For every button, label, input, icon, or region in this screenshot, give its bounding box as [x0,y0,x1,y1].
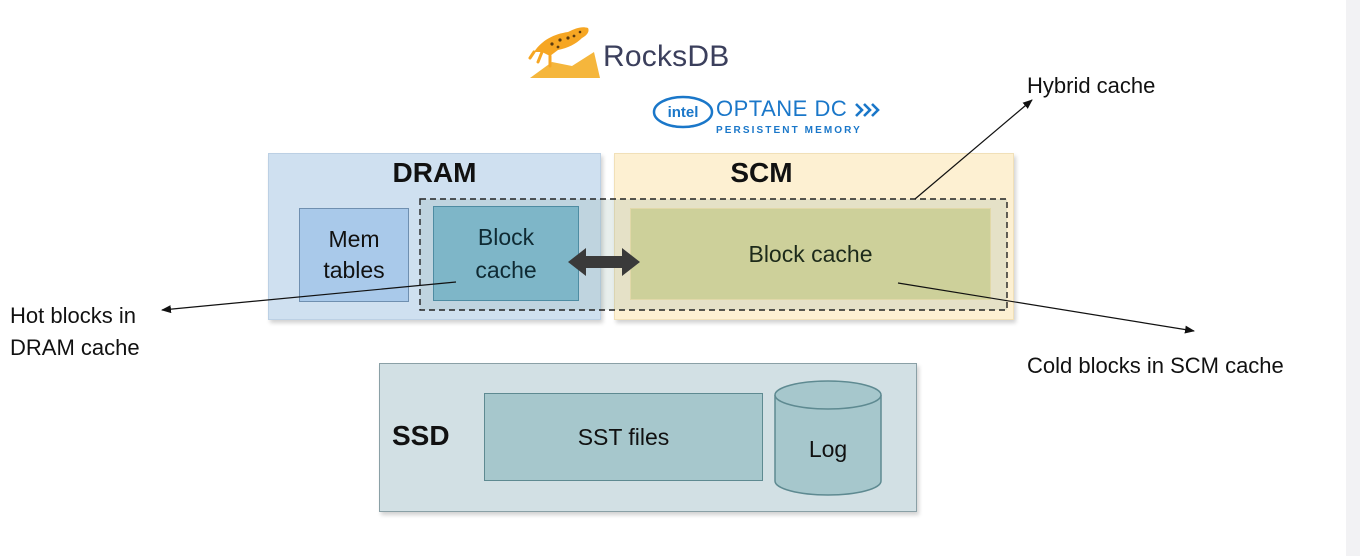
rocksdb-logo [528,22,738,80]
intel-logo: intel [652,94,714,130]
hot-blocks-line-2: DRAM cache [10,334,140,360]
dram-block-cache-line-2: cache [475,256,537,283]
rocksdb-wordmark: RocksDB [603,40,730,73]
log-label: Log [809,436,847,462]
dram-block-cache-box: Block cache [433,206,579,301]
dram-block-cache-line-1: Block [477,224,535,251]
cold-blocks-annotation: Cold blocks in SCM cache [1027,353,1284,378]
mem-tables-line-2: tables [323,257,385,283]
scm-block-cache-box: Block cache [630,208,991,300]
hybrid-cache-annotation: Hybrid cache [1027,73,1156,98]
hot-blocks-line-1: Hot blocks in [10,303,136,328]
hot-blocks-annotation: Hot blocks in DRAM cache [10,300,210,364]
mem-tables-line-1: Mem [328,225,380,252]
scm-block-cache-label: Block cache [748,240,873,267]
intel-logo-text: intel [668,104,699,121]
scm-label: SCM [730,157,793,188]
sst-files-label: SST files [577,423,670,450]
chevrons-icon [854,103,880,118]
optane-wordmark-text: OPTANE DC [716,96,848,121]
dram-label: DRAM [392,157,477,188]
window-edge-strip [1346,0,1360,556]
optane-wordmark: OPTANE DC [716,96,880,122]
ssd-label: SSD [392,420,450,451]
log-cylinder: Log [773,379,883,497]
mem-tables-box: Mem tables [299,208,409,302]
optane-subtitle: PERSISTENT MEMORY [716,125,862,136]
cheetah-logo-icon [528,27,600,78]
sst-files-box: SST files [484,393,763,481]
